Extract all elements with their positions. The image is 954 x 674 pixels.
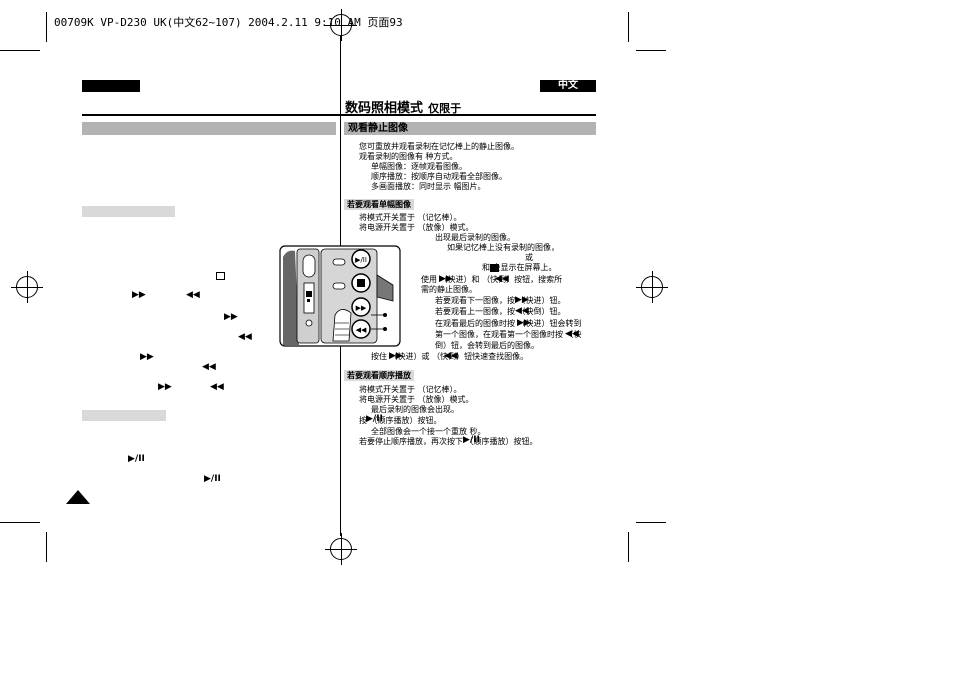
left-subhead-1 — [82, 206, 175, 217]
intro-line: 观看录制的图像有 种方式。 — [359, 152, 458, 161]
language-tab-right: 中文 — [540, 80, 596, 92]
slideshow-step: 全部图像会一个接一个重放 秒。 — [371, 427, 486, 436]
single-step: 将电源开关置于 （放像）模式。 — [359, 223, 474, 232]
page-number-marker — [66, 490, 90, 504]
single-step: 需的静止图像。 — [421, 285, 477, 294]
crop-mark — [636, 50, 666, 51]
memory-card-icon — [216, 272, 225, 280]
fast-forward-icon: ▶▶ — [389, 351, 403, 361]
single-step: 或 — [525, 253, 533, 262]
single-image-heading: 若要观看单幅图像 — [344, 199, 414, 210]
single-step: 和 会显示在屏幕上。 — [482, 263, 557, 272]
fast-forward-icon: ▶▶ — [158, 382, 172, 392]
registration-mark — [325, 9, 357, 41]
crop-mark — [628, 532, 629, 562]
camcorder-illustration: ▶/II ▶▶ ◀◀ — [279, 245, 401, 347]
single-step: 出现最后录制的图像。 — [435, 233, 515, 242]
fast-forward-icon: ▶▶ — [132, 290, 146, 300]
single-step: 使用 （快进）和 （快倒）按钮，搜索所 — [421, 275, 563, 284]
rewind-icon: ◀◀ — [565, 329, 579, 339]
intro-line: 顺序播放：按顺序自动观看全部图像。 — [371, 172, 507, 181]
play-pause-icon: ▶/II — [463, 435, 480, 445]
language-tab-left — [82, 80, 140, 92]
fast-forward-icon: ▶▶ — [140, 352, 154, 362]
slideshow-step: 将模式开关置于 （记忆棒）。 — [359, 385, 462, 394]
svg-text:◀◀: ◀◀ — [356, 326, 367, 334]
language-tab-label: 中文 — [558, 80, 578, 91]
fast-forward-icon: ▶▶ — [224, 312, 238, 322]
slideshow-step: 若要停止顺序播放，再次按下 （顺序播放）按钮。 — [359, 437, 538, 446]
slide-show-heading: 若要观看顺序播放 — [344, 370, 414, 381]
rewind-icon: ◀◀ — [238, 332, 252, 342]
crop-mark — [0, 522, 40, 523]
rewind-icon: ◀◀ — [495, 274, 509, 284]
rewind-icon: ◀◀ — [444, 351, 458, 361]
registration-mark — [636, 271, 668, 303]
single-step: 若要观看上一图像，按 （快倒）钮。 — [435, 307, 566, 316]
fast-forward-icon: ▶▶ — [439, 274, 453, 284]
title-rule — [82, 114, 596, 116]
registration-mark — [11, 271, 43, 303]
print-header: 00709K VP-D230 UK(中文62~107) 2004.2.11 9:… — [54, 16, 403, 29]
section-bar-right: 观看静止图像 — [344, 122, 596, 135]
play-pause-icon: ▶/II — [366, 414, 383, 424]
svg-text:▶/II: ▶/II — [355, 256, 367, 264]
section-title: 观看静止图像 — [348, 123, 408, 134]
slideshow-step: 将电源开关置于 （放像）模式。 — [359, 395, 474, 404]
rewind-icon: ◀◀ — [210, 382, 224, 392]
memory-card-icon — [490, 264, 499, 272]
single-step: 在观看最后的图像时按 （快进）钮会转到 — [435, 319, 582, 328]
single-step: 若要观看下一图像，按 （快进）钮。 — [435, 296, 566, 305]
crop-mark — [46, 532, 47, 562]
play-pause-icon: ▶/II — [204, 474, 221, 484]
crop-mark — [0, 50, 40, 51]
page-title-suffix: 仅限于 — [428, 102, 462, 115]
svg-text:▶▶: ▶▶ — [356, 304, 367, 312]
play-pause-icon: ▶/II — [128, 454, 145, 464]
intro-line: 多画面播放：同时显示 幅图片。 — [371, 182, 486, 191]
slideshow-step: 按 （顺序播放）按钮。 — [359, 416, 442, 425]
left-subhead-2 — [82, 410, 166, 421]
crop-mark — [628, 12, 629, 42]
section-bar-left — [82, 122, 336, 135]
rewind-icon: ◀◀ — [186, 290, 200, 300]
rewind-icon: ◀◀ — [202, 362, 216, 372]
fast-forward-icon: ▶▶ — [517, 318, 531, 328]
rewind-icon: ◀◀ — [515, 306, 529, 316]
fast-forward-icon: ▶▶ — [515, 295, 529, 305]
crop-mark — [46, 12, 47, 42]
single-step: 将模式开关置于 （记忆棒）。 — [359, 213, 462, 222]
intro-line: 您可重放并观看录制在记忆棒上的静止图像。 — [359, 142, 519, 151]
crop-mark — [636, 522, 666, 523]
single-step: 第一个图像，在观看第一个图像时按 （快 — [435, 330, 582, 339]
single-step: 按住 （快进）或 （快倒）钮快速查找图像。 — [371, 352, 529, 361]
slideshow-step: 最后录制的图像会出现。 — [371, 405, 459, 414]
registration-mark — [325, 533, 357, 565]
intro-line: 单幅图像：逐帧观看图像。 — [371, 162, 467, 171]
page-title: 数码照相模式 仅限于 — [345, 97, 461, 116]
single-step: 如果记忆棒上没有录制的图像， — [447, 243, 559, 252]
single-step: 倒）钮，会转到最后的图像。 — [435, 341, 539, 350]
page-title-main: 数码照相模式 — [345, 101, 424, 116]
